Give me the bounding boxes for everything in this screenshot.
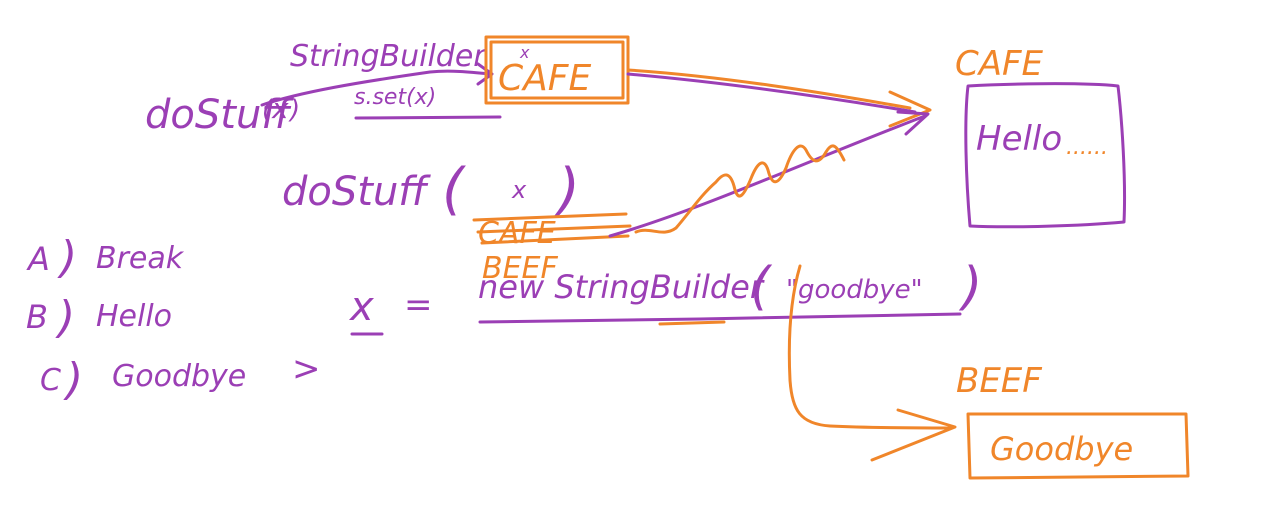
cafe-ref-arrow-orange bbox=[626, 68, 912, 110]
assignment-expr: new StringBuilder bbox=[478, 268, 765, 306]
call-line-paren-close: ) bbox=[554, 157, 580, 222]
call-line-method: doStuff bbox=[282, 169, 431, 215]
stringbuilder-note: StringBuilder s.set(x) x bbox=[290, 39, 530, 120]
assignment-arg: "goodbye" bbox=[786, 275, 923, 305]
cafe-ref-arrow-purple bbox=[626, 72, 917, 114]
beef-ref-arrowhead bbox=[870, 408, 957, 462]
option-a-letter: A bbox=[26, 240, 50, 278]
option-c-text: Goodbye bbox=[112, 359, 246, 394]
top-call-paren-close: ) bbox=[288, 95, 300, 125]
assignment-paren-open: ( bbox=[750, 257, 773, 317]
option-c: C ) Goodbye bbox=[40, 354, 246, 405]
call-line: doStuff ( x ) bbox=[282, 157, 580, 222]
object-beef-content: Goodbye bbox=[990, 430, 1133, 468]
assignment-paren-close: ) bbox=[958, 257, 982, 317]
strike-line-2 bbox=[476, 224, 632, 234]
strike-line-3 bbox=[480, 234, 630, 245]
assignment-orange-dash bbox=[658, 320, 726, 326]
call-line-arg: x bbox=[511, 176, 527, 204]
scribble-zigzag bbox=[634, 144, 846, 234]
crossed-cafe-label: CAFE bbox=[478, 216, 556, 251]
cafe-ref-arrowhead bbox=[888, 90, 932, 128]
option-a: A ) Break bbox=[26, 232, 185, 283]
sb-note-title: StringBuilder bbox=[290, 39, 487, 74]
call-to-box-arrow bbox=[260, 69, 492, 107]
sb-note-set-call: s.set(x) bbox=[354, 85, 436, 110]
strike-line-1 bbox=[472, 212, 628, 222]
top-call-method: doStuff bbox=[145, 92, 294, 138]
option-c-bracket: ) bbox=[63, 354, 83, 405]
object-beef: BEEF Goodbye bbox=[956, 361, 1190, 480]
object-cafe: CAFE Hello ...... bbox=[955, 44, 1127, 229]
beef-ref-label: BEEF bbox=[482, 251, 558, 286]
object-beef-label: BEEF bbox=[956, 361, 1042, 401]
cafe-ref-box: CAFE bbox=[484, 35, 630, 105]
assignment-equals: = bbox=[404, 285, 433, 325]
object-cafe-trail: ...... bbox=[1066, 135, 1108, 160]
options-list: A ) Break B ) Hello C ) Goodbye > bbox=[26, 232, 321, 405]
beef-ref-arrow bbox=[787, 264, 952, 430]
call-line-paren-open: ( bbox=[442, 157, 466, 222]
options-marker: > bbox=[292, 349, 321, 389]
option-b-bracket: ) bbox=[55, 292, 75, 343]
option-a-bracket: ) bbox=[57, 232, 77, 283]
crossed-ref-arrow bbox=[608, 114, 927, 238]
option-b-text: Hello bbox=[96, 299, 172, 334]
cafe-ref-box-inner-border bbox=[489, 40, 625, 100]
object-cafe-box bbox=[964, 82, 1127, 229]
crossed-ref-arrowhead bbox=[896, 110, 930, 136]
assignment-underline bbox=[478, 312, 962, 324]
object-cafe-content: Hello bbox=[976, 119, 1062, 159]
option-b: B ) Hello bbox=[26, 292, 172, 343]
option-b-letter: B bbox=[26, 298, 48, 336]
assignment-var: x bbox=[348, 284, 374, 330]
object-beef-box bbox=[966, 412, 1190, 480]
assignment-line: x = new StringBuilder ( "goodbye" ) bbox=[348, 257, 982, 336]
variable-x-ref: CAFE BEEF bbox=[472, 212, 632, 286]
sb-note-underline bbox=[354, 115, 502, 120]
option-a-text: Break bbox=[96, 241, 185, 276]
option-c-letter: C bbox=[40, 363, 61, 398]
object-cafe-label: CAFE bbox=[955, 44, 1044, 84]
top-call-group: doStuff ( x ) bbox=[145, 62, 494, 138]
cafe-ref-box-label: CAFE bbox=[498, 58, 591, 99]
sb-note-ref-mark: x bbox=[519, 43, 530, 62]
